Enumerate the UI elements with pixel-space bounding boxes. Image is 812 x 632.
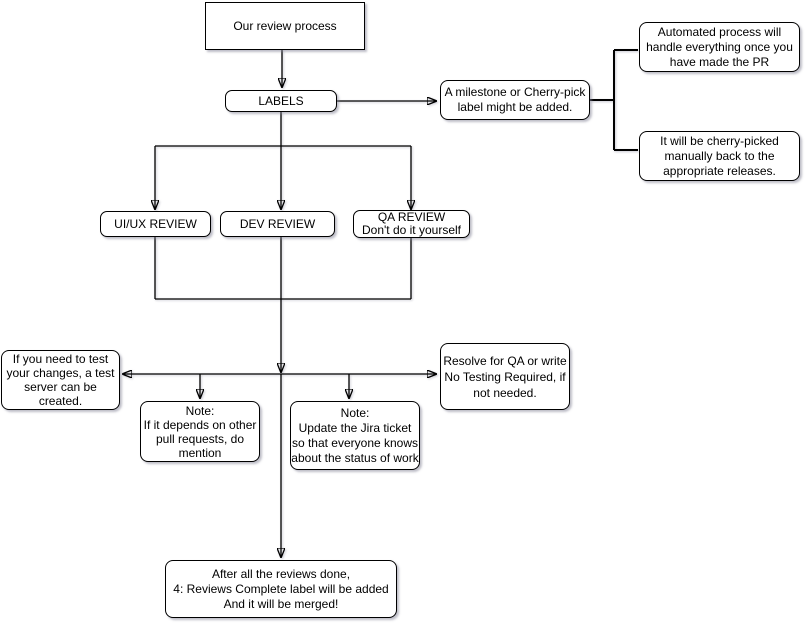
node-qa-review: QA REVIEW Don't do it yourself [353, 210, 470, 238]
node-note-pull-requests: Note: If it depends on other pull reques… [140, 401, 260, 462]
node-labels: LABELS [225, 90, 337, 112]
node-note-jira: Note: Update the Jira ticket so that eve… [290, 401, 420, 470]
node-cherry-pick: It will be cherry-picked manually back t… [639, 131, 800, 181]
node-uiux-review: UI/UX REVIEW [100, 211, 211, 237]
node-automated-process: Automated process will handle everything… [639, 22, 800, 72]
node-milestone: A milestone or Cherry-pick label might b… [440, 80, 590, 120]
node-review-process: Our review process [205, 2, 365, 50]
node-test-server: If you need to test your changes, a test… [1, 350, 120, 410]
node-resolve-qa: Resolve for QA or write No Testing Requi… [440, 343, 570, 410]
node-dev-review: DEV REVIEW [220, 211, 335, 237]
edge-milestone-bracket [590, 49, 638, 151]
node-merged: After all the reviews done, 4: Reviews C… [165, 560, 397, 618]
